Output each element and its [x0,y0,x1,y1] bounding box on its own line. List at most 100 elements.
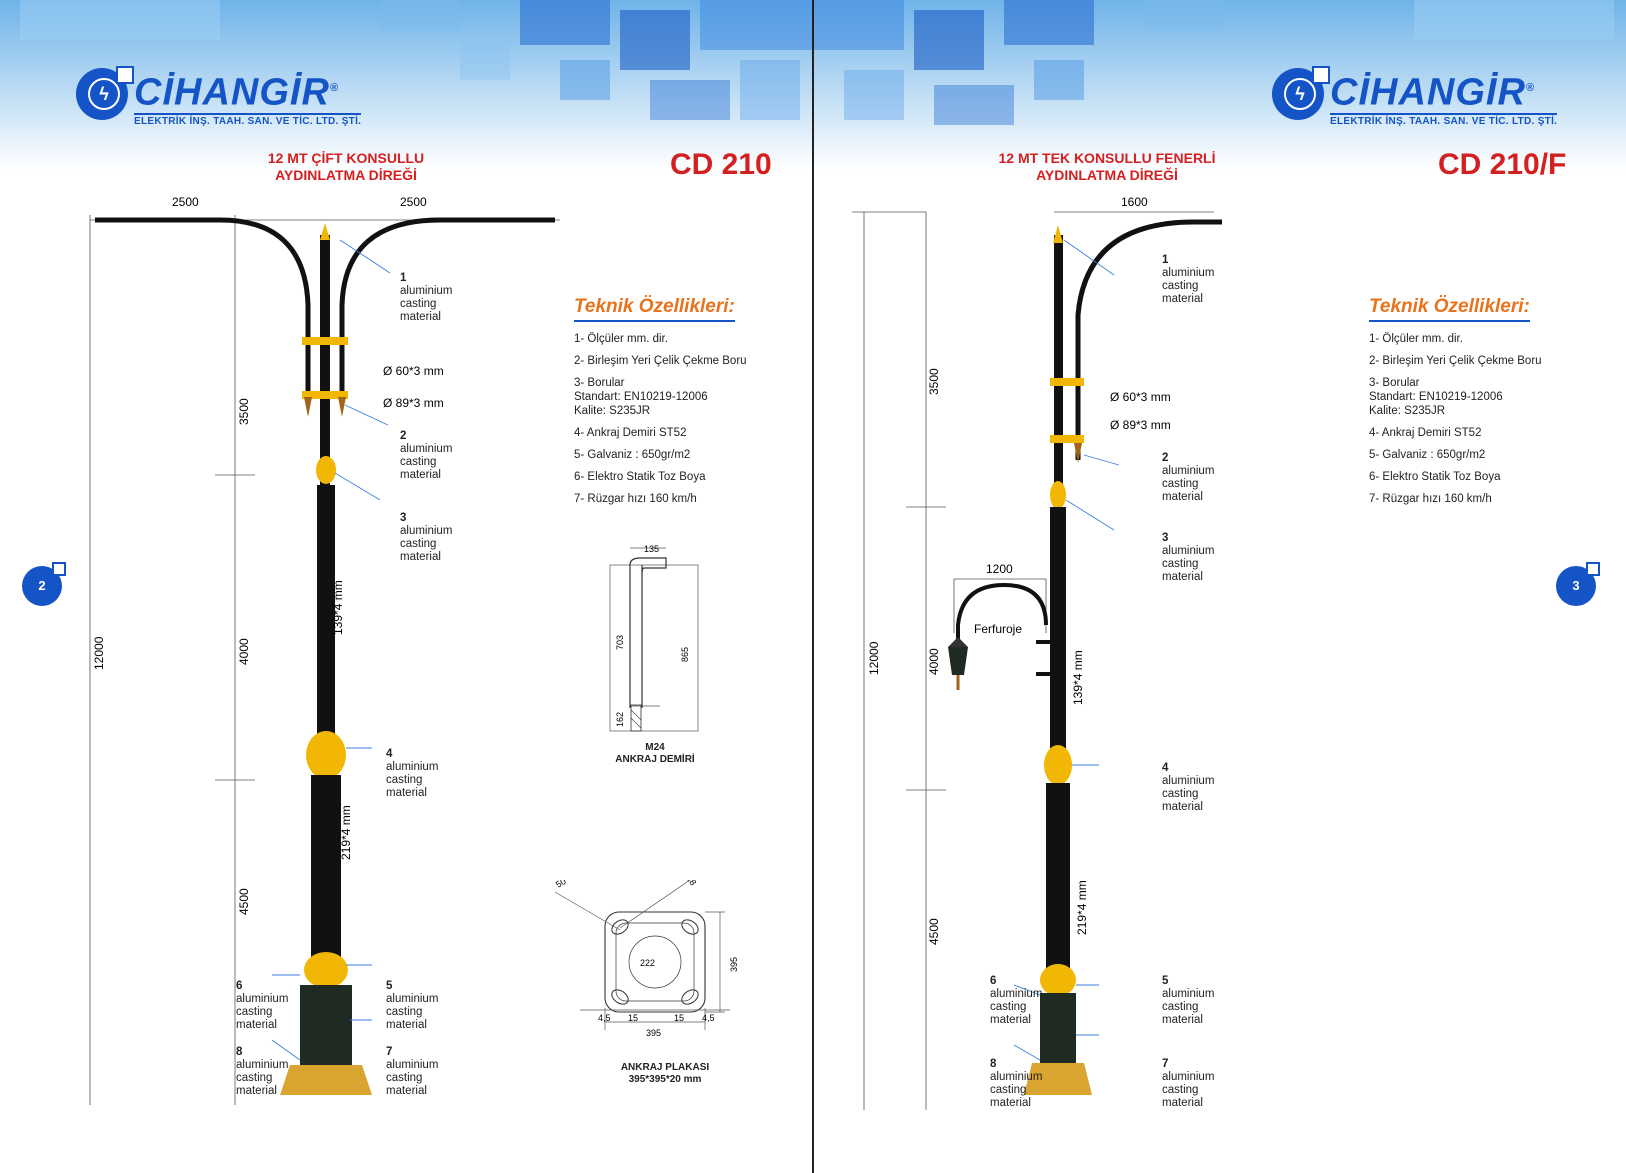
page-divider [812,0,814,1173]
plate-dim-c: 15 [674,1013,684,1023]
lower-collar [304,952,348,988]
lantern [948,647,968,675]
title-line: 12 MT ÇİFT KONSULLU [267,150,425,166]
anchor-rod-drawing: 135 703 865 162 [609,544,699,732]
company-logo: ϟ CİHANGİR® ELEKTRİK İNŞ. TAAH. SAN. VE … [1272,66,1558,127]
tube1-label: 139*4 mm [1071,650,1085,705]
anchor-dim-top: 135 [644,544,659,554]
product-code: CD 210/F [1438,148,1567,181]
plate-dim-28: 28 [684,880,698,887]
spec-item: 2- Birleşim Yeri Çelik Çekme Boru [1369,355,1542,367]
double-arm-pole-drawing: 2500 2500 12000 3500 4000 4500 [89,195,560,1105]
spec-item: 5- Galvaniz : 650gr/m2 [1369,449,1486,461]
dim-seg3: 4500 [927,918,941,945]
spec-item: 7- Rüzgar hızı 160 km/h [574,493,697,505]
plate-dim-50: 50 [554,880,568,890]
spec-item: 4- Ankraj Demiri ST52 [1369,427,1482,439]
lower-collar [1040,964,1076,996]
anchor-dim-h1: 703 [615,635,625,650]
product-code: CD 210 [670,148,772,181]
tube2-label: 219*4 mm [339,805,353,860]
spec-item: 2- Birleşim Yeri Çelik Çekme Boru [574,355,747,367]
top-pipe [320,235,330,485]
brand-name: CİHANGİR® [134,71,339,114]
specs-list: 1- Ölçüler mm. dir. 2- Birleşim Yeri Çel… [1369,332,1542,514]
plate-dim-395v: 395 [729,957,739,972]
plate-dim-a: 4,5 [598,1013,611,1023]
middle-tube [1050,507,1066,757]
top-pipe [1054,235,1063,485]
left-page: ϟ CİHANGİR® ELEKTRİK İNŞ. TAAH. SAN. VE … [0,0,812,1173]
company-logo: ϟ CİHANGİR® ELEKTRİK İNŞ. TAAH. SAN. VE … [76,66,362,127]
base-housing [1040,993,1076,1063]
spec-item: 7- Rüzgar hızı 160 km/h [1369,493,1492,505]
base-plate [1024,1063,1092,1095]
pipe2-label: Ø 89*3 mm [383,396,444,410]
anchor-caption: M24 ANKRAJ DEMİRİ [615,742,695,765]
banner-background [0,0,812,170]
finial [320,223,330,240]
spec-item: 3- Borular Standart: EN10219-12006 Kalit… [574,377,708,417]
dim-seg1: 3500 [927,368,941,395]
title-line: AYDINLATMA DİREĞİ [275,167,417,183]
spec-item: 1- Ölçüler mm. dir. [1369,333,1463,345]
spec-item: 3- Borular Standart: EN10219-12006 Kalit… [1369,377,1503,417]
title-line: 12 MT TEK KONSULLU FENERLİ [998,150,1216,166]
anchor-dim-h2: 865 [680,647,690,662]
dim-arm: 1600 [1121,195,1148,209]
pipe1-label: Ø 60*3 mm [383,364,444,378]
lightning-icon: ϟ [76,66,134,120]
company-name: ELEKTRİK İNŞ. TAAH. SAN. VE TİC. LTD. ŞT… [1330,112,1558,127]
dim-arm-right: 2500 [400,195,427,209]
spec-item: 6- Elektro Statik Toz Boya [1369,471,1501,483]
dim-seg3: 4500 [237,888,251,915]
ferfuroje-arm [956,582,1048,641]
dim-seg1: 3500 [237,398,251,425]
finial [1053,225,1063,243]
pipe1-label: Ø 60*3 mm [1110,390,1171,404]
tube1-label: 139*4 mm [331,580,345,635]
middle-collar [1044,745,1072,785]
product-title: 12 MT TEK KONSULLU FENERLİ AYDINLATMA Dİ… [992,150,1222,184]
single-arm-lantern-pole-drawing: 1600 12000 3500 4000 4500 1200 [852,195,1222,1110]
base-housing [300,985,352,1065]
page-number-right: 3 [1556,562,1600,606]
plate-dim-d: 4,5 [702,1013,715,1023]
page-number-left: 2 [22,562,66,606]
lightning-icon: ϟ [1272,66,1330,120]
middle-collar [306,731,346,779]
left-arm [95,217,311,395]
plate-dim-w: 395 [646,1028,661,1038]
plate-dim-b: 15 [628,1013,638,1023]
pipe2-label: Ø 89*3 mm [1110,418,1171,432]
specs-heading: Teknik Özellikleri: [574,296,735,322]
anchor-plate-drawing: 50 28 222 395 4,5 15 15 4,5 395 [554,880,739,1038]
dim-arm-left: 2500 [172,195,199,209]
base-plate [280,1065,372,1095]
spec-item: 1- Ölçüler mm. dir. [574,333,668,345]
company-name: ELEKTRİK İNŞ. TAAH. SAN. VE TİC. LTD. ŞT… [134,112,362,127]
dim-total: 12000 [92,636,106,670]
spec-item: 5- Galvaniz : 650gr/m2 [574,449,691,461]
plate-caption: ANKRAJ PLAKASI 395*395*20 mm [620,1062,710,1085]
spec-item: 6- Elektro Statik Toz Boya [574,471,706,483]
product-title: 12 MT ÇİFT KONSULLU AYDINLATMA DİREĞİ [262,150,430,184]
specs-list: 1- Ölçüler mm. dir. 2- Birleşim Yeri Çel… [574,332,747,514]
anchor-dim-h3: 162 [615,712,625,727]
dim-total: 12000 [867,641,881,675]
lower-tube [1046,783,1070,973]
